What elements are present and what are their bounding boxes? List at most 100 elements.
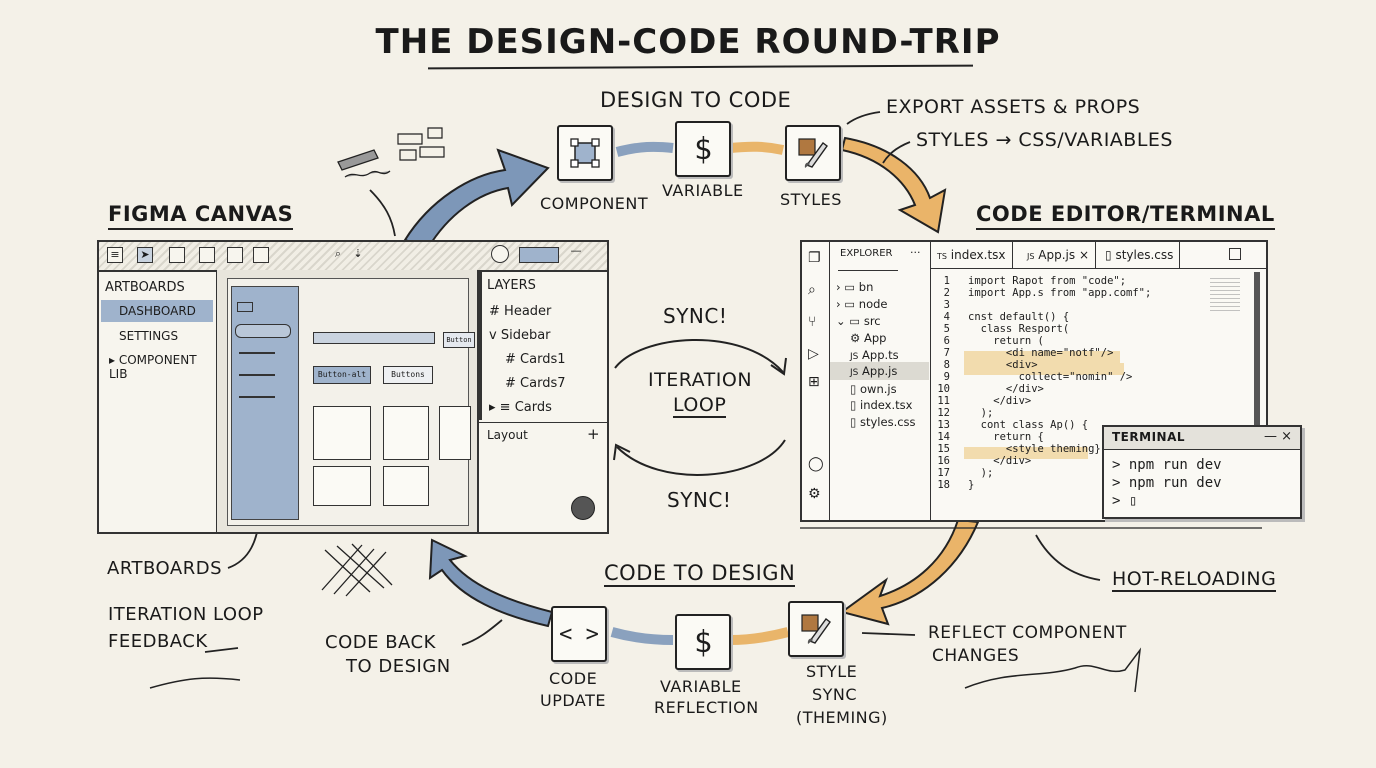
layers-scrollbar[interactable] — [479, 270, 482, 420]
style-sync-label-3: (THEMING) — [796, 708, 888, 727]
extensions-icon[interactable]: ⊞ — [808, 374, 820, 390]
folder-icon: › ▭ — [836, 297, 856, 311]
minimize-icon[interactable]: — — [570, 244, 582, 257]
tree-item-bn[interactable]: › ▭ bn — [836, 280, 873, 294]
tab-label: styles.css — [1115, 248, 1174, 262]
layer-item-cards[interactable]: ▸ ≡ Cards — [489, 400, 552, 415]
share-button[interactable] — [519, 247, 559, 263]
artboard-dashboard[interactable]: DASHBOARD — [119, 304, 196, 318]
line-number: 5 — [943, 323, 950, 335]
paintbrush-icon — [801, 614, 831, 644]
tab-styles-css[interactable]: ▯ styles.css — [1099, 242, 1181, 268]
highlight-line — [964, 447, 1088, 459]
canvas-card — [313, 406, 371, 460]
css-file-icon: ▯ — [1105, 248, 1112, 262]
frame-icon[interactable] — [169, 247, 185, 263]
canvas-sidebar-item — [235, 324, 291, 338]
explorer-more-icon[interactable]: ··· — [910, 246, 921, 259]
terminal-line: > npm run dev — [1112, 457, 1222, 473]
code-line: class Resport( — [968, 323, 1070, 335]
code-line: } — [968, 479, 975, 491]
download-icon[interactable]: ⇣ — [353, 247, 363, 260]
layout-add-button[interactable]: + — [587, 425, 600, 443]
terminal-controls[interactable]: — × — [1264, 429, 1293, 444]
code-line: </div> — [968, 383, 1044, 395]
note-arrow-styles — [882, 141, 911, 164]
tree-item-label: App — [863, 331, 887, 345]
tab-index-tsx[interactable]: TS index.tsx — [931, 242, 1013, 268]
layer-item-sidebar[interactable]: v Sidebar — [489, 328, 551, 343]
code-update-box: < > — [551, 606, 607, 662]
activity-bar: ❐ ⌕ ⑂ ▷ ⊞ ◯ ⚙ — [802, 242, 830, 520]
terminal-prompt[interactable]: > ▯ — [1112, 493, 1138, 509]
layer-item-header[interactable]: # Header — [489, 304, 551, 319]
terminal-line: > npm run dev — [1112, 475, 1222, 491]
tree-item-app[interactable]: ⚙ App — [850, 331, 886, 345]
text-icon[interactable] — [227, 247, 243, 263]
code-line: ); — [968, 407, 994, 419]
tree-item-src[interactable]: ⌄ ▭ src — [836, 314, 881, 328]
pen-icon[interactable] — [253, 247, 269, 263]
cursor-icon[interactable]: ➤ — [137, 247, 153, 263]
variable-reflection-label-2: REFLECTION — [654, 698, 759, 717]
tree-item-index-tsx[interactable]: ▯ index.tsx — [850, 398, 912, 412]
tree-item-label: App.ts — [862, 348, 899, 362]
hot-reloading-note: HOT-RELOADING — [1112, 568, 1277, 592]
search-icon[interactable]: ⌕ — [808, 282, 816, 298]
code-line: cnst default() { — [968, 311, 1070, 323]
tree-item-label: node — [858, 297, 888, 311]
canvas-card — [439, 406, 471, 460]
code-editor-title: CODE EDITOR/TERMINAL — [976, 202, 1275, 230]
artboard-dashboard-bg — [101, 300, 213, 322]
canvas-right-button: Button — [443, 332, 475, 348]
editor-scrollbar[interactable] — [1254, 272, 1260, 452]
sync-top-label: SYNC! — [663, 304, 728, 328]
canvas-sidebar-item — [239, 396, 275, 398]
avatar-icon[interactable] — [491, 245, 509, 263]
component-label: COMPONENT — [540, 194, 649, 213]
tree-item-label: styles.css — [860, 415, 916, 429]
tree-item-label: src — [863, 314, 881, 328]
debug-icon[interactable]: ▷ — [808, 346, 819, 362]
code-line: collect="nomin" /> — [968, 371, 1133, 383]
line-number: 3 — [943, 299, 950, 311]
canvas-card — [313, 466, 371, 506]
settings-icon[interactable]: ⚙ — [808, 486, 821, 502]
close-icon[interactable]: × — [1078, 248, 1089, 262]
figma-toolbar: ≡ ➤ ⌕ ⇣ — — [99, 242, 607, 272]
tree-item-own-js[interactable]: ▯ own.js — [850, 382, 897, 396]
loop-label: LOOP — [673, 394, 727, 418]
layer-item-cards7[interactable]: # Cards7 — [505, 376, 566, 391]
canvas-secondary-button: Buttons — [383, 366, 433, 384]
arrow-figma-to-design — [403, 148, 550, 250]
tree-item-node[interactable]: › ▭ node — [836, 297, 887, 311]
js-file-icon: JS — [850, 352, 859, 362]
reflect-note-2: CHANGES — [932, 646, 1020, 666]
artboards-header: ARTBOARDS — [105, 280, 185, 295]
tree-item-label: own.js — [860, 382, 897, 396]
menu-icon[interactable]: ≡ — [107, 247, 123, 263]
artboard-component-lib[interactable]: ▸ COMPONENT LIB — [109, 353, 197, 381]
tree-item-styles-css[interactable]: ▯ styles.css — [850, 415, 916, 429]
account-icon[interactable]: ◯ — [808, 456, 824, 472]
code-to-design-heading: CODE TO DESIGN — [604, 561, 796, 587]
search-icon[interactable]: ⌕ — [334, 247, 342, 260]
ts-file-icon: TS — [937, 252, 947, 261]
note-arrow-sketch — [369, 189, 396, 237]
files-icon[interactable]: ❐ — [808, 250, 821, 266]
canvas-sidebar-item — [239, 374, 275, 376]
canvas-sidebar-item — [239, 352, 275, 354]
square-icon[interactable] — [199, 247, 215, 263]
styles-css-note: STYLES → CSS/VARIABLES — [916, 129, 1173, 151]
split-editor-icon[interactable] — [1229, 248, 1241, 260]
source-control-icon[interactable]: ⑂ — [808, 314, 817, 330]
sync-arrow-top — [614, 338, 784, 373]
tree-item-app-ts[interactable]: JS App.ts — [850, 348, 899, 362]
tab-app-js[interactable]: JS App.js × — [1021, 242, 1096, 268]
layer-item-cards1[interactable]: # Cards1 — [505, 352, 566, 367]
styles-box — [785, 125, 841, 181]
variable-reflection-label-1: VARIABLE — [660, 677, 742, 696]
tree-item-app-js[interactable]: JS App.js — [850, 364, 897, 378]
artboard-settings[interactable]: SETTINGS — [119, 329, 179, 343]
